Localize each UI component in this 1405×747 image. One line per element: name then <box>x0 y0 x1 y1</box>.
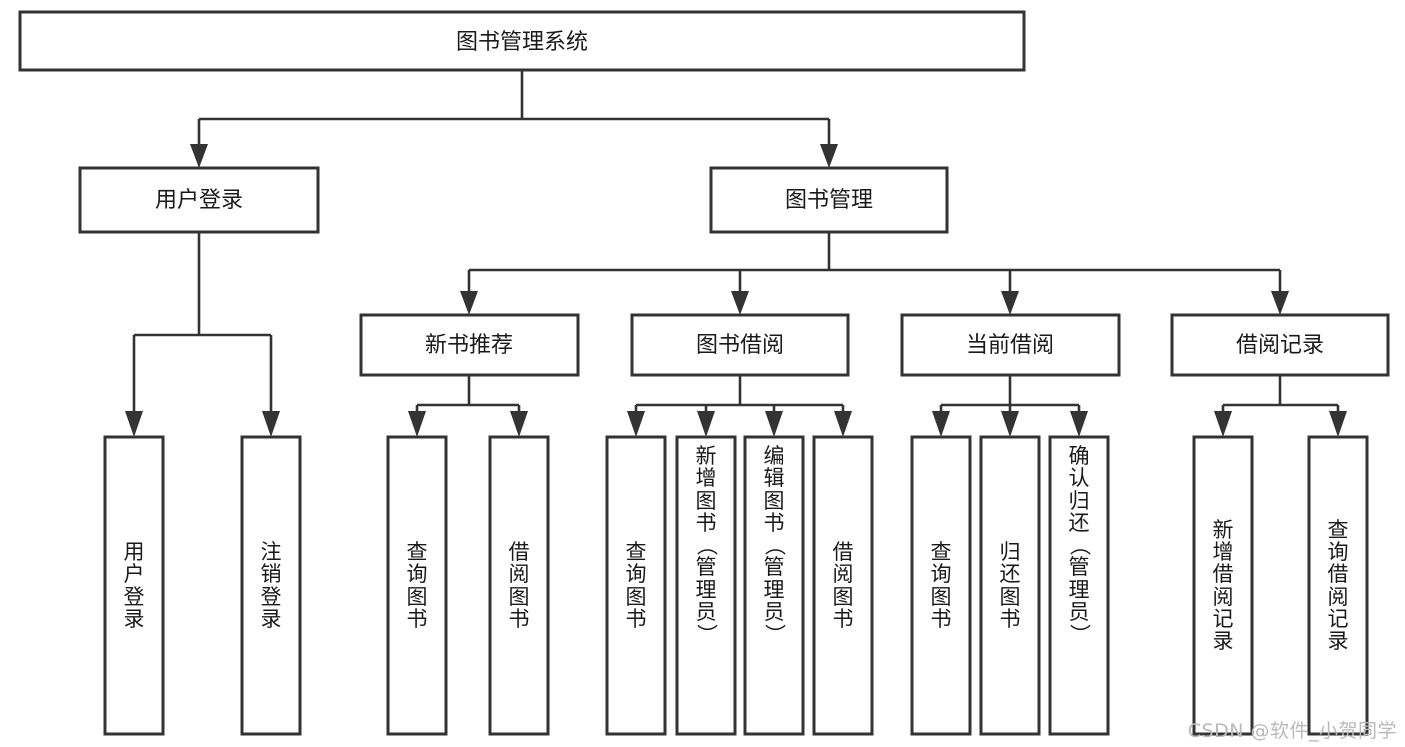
arrow-head-icon <box>460 291 478 315</box>
node-new-book-recommend-box[interactable] <box>359 313 580 377</box>
arrow-head-icon <box>190 144 208 168</box>
leaf-box-current-borrow-0[interactable] <box>910 435 972 736</box>
connector-current-borrow-to-leaves <box>932 375 1088 437</box>
node-root-box[interactable] <box>18 10 1026 72</box>
leaf-group-user-login <box>103 435 302 736</box>
leaf-box-book-borrow-0[interactable] <box>605 435 667 736</box>
node-book-management[interactable]: 图书管理 <box>709 166 949 234</box>
node-root-label: 图书管理系统 <box>456 30 588 55</box>
node-book-borrow[interactable]: 图书借阅 <box>630 313 850 377</box>
connector-new-book-to-leaves <box>408 375 528 437</box>
connector-borrow-record-to-leaves <box>1214 375 1347 437</box>
node-new-book-recommend-label: 新书推荐 <box>425 333 513 358</box>
leaf-box-book-borrow-1[interactable] <box>675 435 737 736</box>
leaf-box-user-login-0[interactable] <box>103 435 165 736</box>
leaf-group-current-borrow <box>910 435 1110 736</box>
arrow-head-icon <box>932 411 950 437</box>
arrow-head-icon <box>697 411 715 437</box>
arrow-head-icon <box>765 411 783 437</box>
arrow-head-icon <box>262 411 280 437</box>
connector-book-borrow-to-leaves <box>627 375 852 437</box>
leaf-box-book-borrow-3[interactable] <box>812 435 874 736</box>
arrow-head-icon <box>834 411 852 437</box>
arrow-head-icon <box>627 411 645 437</box>
arrow-head-icon <box>1001 411 1019 437</box>
node-book-borrow-label: 图书借阅 <box>696 333 784 358</box>
node-root[interactable]: 图书管理系统 <box>18 10 1026 72</box>
node-borrow-record[interactable]: 借阅记录 <box>1170 313 1390 377</box>
leaf-box-borrow-record-1[interactable] <box>1307 435 1369 736</box>
leaf-box-current-borrow-1[interactable] <box>979 435 1041 736</box>
connector-user-login-to-leaves <box>125 232 280 437</box>
node-book-borrow-box[interactable] <box>630 313 850 377</box>
node-user-login[interactable]: 用户登录 <box>78 166 320 234</box>
node-borrow-record-label: 借阅记录 <box>1236 333 1324 358</box>
arrow-head-icon <box>1271 291 1289 315</box>
arrow-head-icon <box>510 411 528 437</box>
leaf-box-current-borrow-2[interactable] <box>1048 435 1110 736</box>
arrow-head-icon <box>125 411 143 437</box>
arrow-head-icon <box>1001 291 1019 315</box>
leaf-group-book-borrow <box>605 435 874 736</box>
connector-book-mgmt-to-level3 <box>460 232 1289 315</box>
node-user-login-box[interactable] <box>78 166 320 234</box>
arrow-head-icon <box>408 411 426 437</box>
arrow-head-icon <box>1329 411 1347 437</box>
arrow-head-icon <box>820 144 838 168</box>
node-book-management-label: 图书管理 <box>785 188 873 213</box>
node-current-borrow[interactable]: 当前借阅 <box>900 313 1121 377</box>
node-book-management-box[interactable] <box>709 166 949 234</box>
node-current-borrow-box[interactable] <box>900 313 1121 377</box>
arrow-head-icon <box>1070 411 1088 437</box>
arrow-head-icon <box>1214 411 1232 437</box>
leaf-box-borrow-record-0[interactable] <box>1192 435 1254 736</box>
node-new-book-recommend[interactable]: 新书推荐 <box>359 313 580 377</box>
node-borrow-record-box[interactable] <box>1170 313 1390 377</box>
leaf-box-new-book-0[interactable] <box>386 435 448 736</box>
leaf-box-new-book-1[interactable] <box>488 435 550 736</box>
leaf-box-user-login-1[interactable] <box>240 435 302 736</box>
node-user-login-label: 用户登录 <box>155 188 243 213</box>
leaf-group-new-book <box>386 435 550 736</box>
leaf-group-borrow-record <box>1192 435 1369 736</box>
node-current-borrow-label: 当前借阅 <box>966 333 1054 358</box>
leaf-box-book-borrow-2[interactable] <box>743 435 805 736</box>
arrow-head-icon <box>731 291 749 315</box>
connector-root-to-level2 <box>190 70 838 168</box>
